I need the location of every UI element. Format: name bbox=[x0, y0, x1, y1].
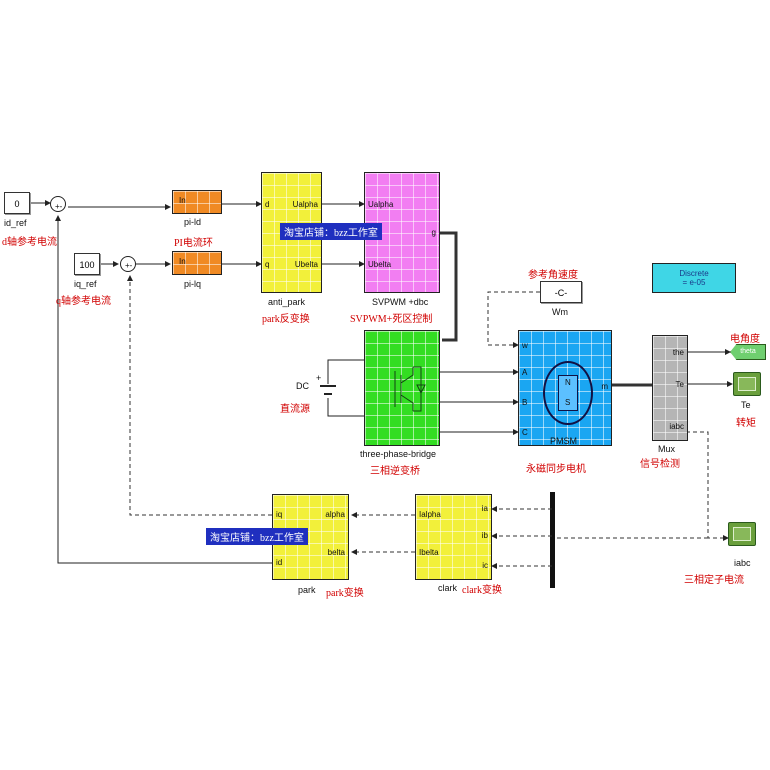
torque-annotation: 转矩 bbox=[736, 418, 756, 429]
iq-ref-value: 100 bbox=[79, 260, 95, 270]
mux-caption: Mux bbox=[658, 444, 676, 454]
q-ref-annotation: q轴参考电流 bbox=[56, 296, 111, 307]
te-scope-caption: Te bbox=[741, 400, 751, 410]
dc-plus: + bbox=[316, 373, 322, 383]
wm-constant[interactable]: -C- bbox=[540, 281, 582, 303]
mux-port-iabc: iabc bbox=[669, 422, 684, 431]
motor-icon: N S bbox=[543, 361, 593, 425]
pi-id-caption: pi-ld bbox=[184, 217, 202, 227]
pi-iq-in-port: In bbox=[179, 257, 186, 266]
rotor-s: S bbox=[565, 398, 571, 407]
elec-angle-annotation: 电角度 bbox=[730, 334, 760, 345]
inverter-annotation: 三相逆变桥 bbox=[370, 466, 420, 477]
mux-port-the: the bbox=[672, 348, 684, 357]
iabc-scope[interactable] bbox=[728, 522, 756, 546]
pi-iq-caption: pi-lq bbox=[184, 279, 202, 289]
iq-ref-caption: iq_ref bbox=[74, 279, 97, 289]
svpwm-block[interactable]: Ualpha Ubelta g bbox=[364, 172, 440, 293]
igbt-icon bbox=[394, 366, 426, 412]
pi-id-in-port: In bbox=[179, 196, 186, 205]
d-ref-annotation: d轴参考电流 bbox=[2, 237, 57, 248]
pi-id-block[interactable]: In bbox=[172, 190, 222, 214]
discrete-line1: Discrete bbox=[679, 269, 709, 278]
svpwm-annotation: SVPWM+死区控制 bbox=[350, 314, 433, 325]
pmsm-port-m: m bbox=[601, 382, 608, 391]
park-caption: park bbox=[298, 585, 316, 595]
clark-port-ib: ib bbox=[481, 531, 488, 540]
park-annotation: park变换 bbox=[326, 588, 364, 599]
id-ref-caption: id_ref bbox=[4, 218, 27, 228]
park-port-belta: belta bbox=[327, 548, 345, 557]
mux-block[interactable]: the Te iabc bbox=[652, 335, 688, 441]
iabc-scope-caption: iabc bbox=[734, 558, 751, 568]
three-phase-bridge-block[interactable] bbox=[364, 330, 440, 446]
pmsm-block[interactable]: w A B C m N S bbox=[518, 330, 612, 446]
te-scope[interactable] bbox=[733, 372, 761, 396]
mux-port-te: Te bbox=[675, 380, 684, 389]
park-port-id: id bbox=[276, 558, 283, 567]
svpwm-port-ualpha: Ualpha bbox=[368, 200, 394, 209]
id-ref-constant[interactable]: 0 bbox=[4, 192, 30, 214]
dc-caption: DC bbox=[296, 381, 309, 391]
wm-caption: Wm bbox=[552, 307, 568, 317]
theta-out-label: theta bbox=[740, 348, 756, 355]
anti-park-caption: anti_park bbox=[268, 297, 306, 307]
park-inv-annotation: park反变换 bbox=[262, 314, 310, 325]
svpwm-port-ubelta: Ubelta bbox=[368, 260, 392, 269]
anti-park-port-ubelta: Ubelta bbox=[294, 260, 318, 269]
pmsm-port-b: B bbox=[522, 398, 528, 407]
pmsm-port-w: w bbox=[522, 341, 528, 350]
iq-ref-constant[interactable]: 100 bbox=[74, 253, 100, 275]
wm-value: -C- bbox=[554, 288, 568, 298]
watermark-top: 淘宝店铺：bzz工作室 bbox=[280, 223, 382, 240]
clark-port-ialpha: Ialpha bbox=[419, 510, 441, 519]
clark-port-ia: ia bbox=[481, 504, 488, 513]
dc-annotation: 直流源 bbox=[280, 404, 310, 415]
park-port-alpha: alpha bbox=[325, 510, 345, 519]
bridge-caption: three-phase-bridge bbox=[360, 449, 437, 459]
dc-source-symbol[interactable] bbox=[320, 382, 336, 400]
signal-annotation: 信号检测 bbox=[640, 459, 680, 470]
clark-port-ic: ic bbox=[482, 561, 488, 570]
pmsm-caption: PMSM bbox=[550, 436, 577, 446]
pi-iq-block[interactable]: In bbox=[172, 251, 222, 275]
clark-annotation: clark变换 bbox=[462, 585, 502, 596]
sum-d[interactable] bbox=[50, 196, 66, 212]
rotor-n: N bbox=[565, 378, 571, 387]
park-port-iq: iq bbox=[276, 510, 283, 519]
watermark-bottom: 淘宝店铺：bzz工作室 bbox=[206, 528, 308, 545]
discrete-powergui-block[interactable]: Discrete = e-05 bbox=[652, 263, 736, 293]
pmsm-port-a: A bbox=[522, 368, 528, 377]
svpwm-caption: SVPWM +dbc bbox=[372, 297, 429, 307]
svpwm-port-g: g bbox=[431, 228, 436, 237]
ref-speed-annotation: 参考角速度 bbox=[528, 270, 578, 281]
clark-caption: clark bbox=[438, 583, 458, 593]
pmsm-annotation: 永磁同步电机 bbox=[526, 464, 586, 475]
clark-port-ibelta: Ibelta bbox=[419, 548, 439, 557]
discrete-line2: = e-05 bbox=[682, 278, 706, 287]
pmsm-port-c: C bbox=[522, 428, 528, 437]
sum-q[interactable] bbox=[120, 256, 136, 272]
anti-park-port-ualpha: Ualpha bbox=[292, 200, 318, 209]
anti-park-port-q: q bbox=[265, 260, 270, 269]
clark-block[interactable]: ia ib ic Ialpha Ibelta bbox=[415, 494, 492, 580]
pi-loop-annotation: PI电流环 bbox=[174, 238, 213, 249]
stator-current-annotation: 三相定子电流 bbox=[684, 575, 744, 586]
theta-out-port[interactable]: theta bbox=[730, 344, 766, 360]
id-ref-value: 0 bbox=[14, 199, 20, 209]
anti-park-port-d: d bbox=[265, 200, 270, 209]
